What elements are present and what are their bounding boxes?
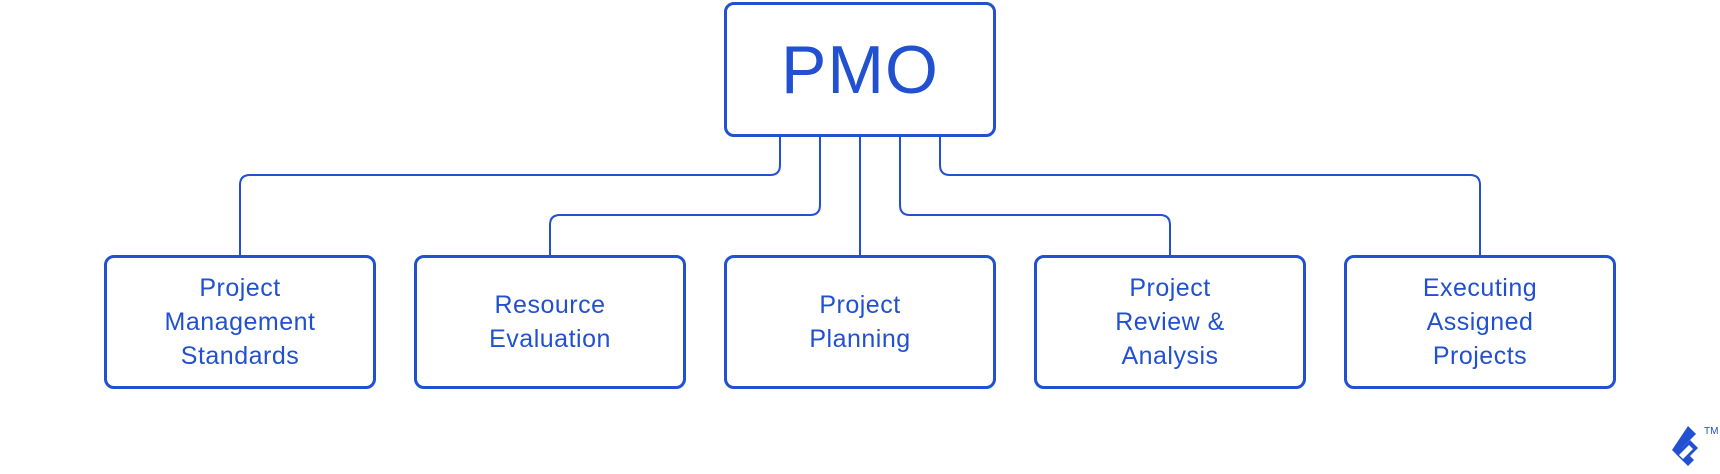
connector-to-resource [549,136,821,256]
pmo-root-node: PMO [724,2,996,137]
node-resource-evaluation: Resource Evaluation [414,255,686,389]
node-executing-assigned-projects: Executing Assigned Projects [1344,255,1616,389]
toptal-logo-icon [1672,426,1698,466]
node-label: Project Planning [809,291,911,353]
node-project-planning: Project Planning [724,255,996,389]
node-label: Executing Assigned Projects [1422,274,1538,370]
node-project-review-analysis: Project Review & Analysis [1034,255,1306,389]
trademark-label: TM [1704,426,1719,437]
node-label: Project Management Standards [164,274,316,370]
connector-to-review [899,136,1171,256]
connector-to-executing [939,136,1481,256]
node-label: Project Review & Analysis [1115,274,1225,370]
connector-to-standards [239,136,781,256]
pmo-label: PMO [781,31,939,108]
node-project-management-standards: Project Management Standards [104,255,376,389]
node-label: Resource Evaluation [489,291,611,353]
